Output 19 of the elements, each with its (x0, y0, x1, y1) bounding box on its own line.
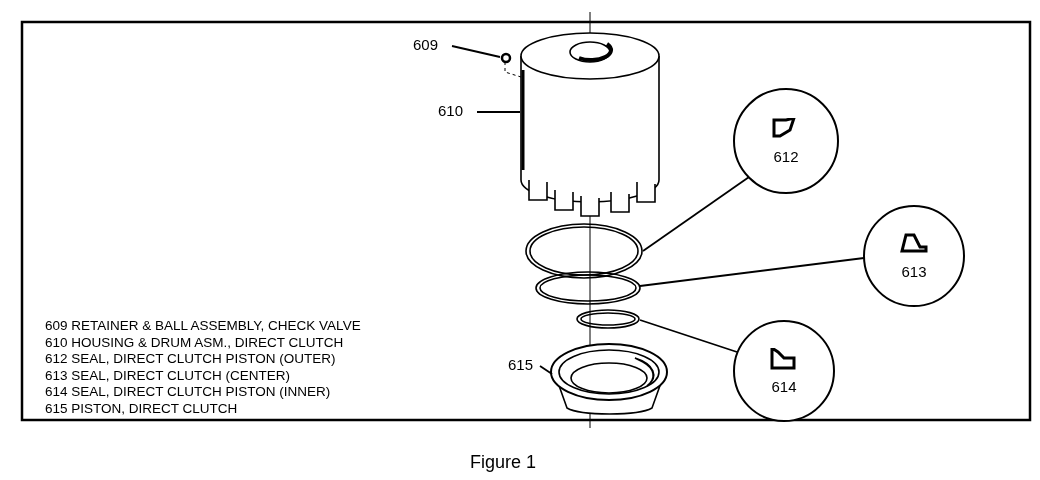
callout-number: 610 (438, 102, 464, 119)
leader-line (451, 45, 501, 58)
parts-list-entry: 610 HOUSING & DRUM ASM., DIRECT CLUTCH (45, 334, 344, 350)
leader-line (539, 365, 553, 375)
callout-number: 612 (773, 147, 799, 165)
figure-caption: Figure 1 (470, 452, 537, 473)
leader-line (476, 111, 521, 113)
callout-number: 614 (771, 377, 797, 395)
parts-list-entry: 614 SEAL, DIRECT CLUTCH PISTON (INNER) (45, 384, 331, 399)
leader-line (639, 257, 865, 287)
callout-number: 615 (508, 356, 534, 373)
leader-line (642, 176, 750, 252)
leader-line (639, 319, 738, 353)
parts-list-entry: 612 SEAL, DIRECT CLUTCH PISTON (OUTER) (45, 351, 336, 366)
callout-number: 609 (413, 36, 439, 53)
parts-list-entry: 613 SEAL, DIRECT CLUTCH (CENTER) (45, 367, 291, 383)
parts-list-entry: 609 RETAINER & BALL ASSEMBLY, CHECK VALVE (45, 318, 361, 333)
parts-list-entry: 615 PISTON, DIRECT CLUTCH (45, 400, 238, 416)
callout-number: 613 (901, 262, 927, 280)
